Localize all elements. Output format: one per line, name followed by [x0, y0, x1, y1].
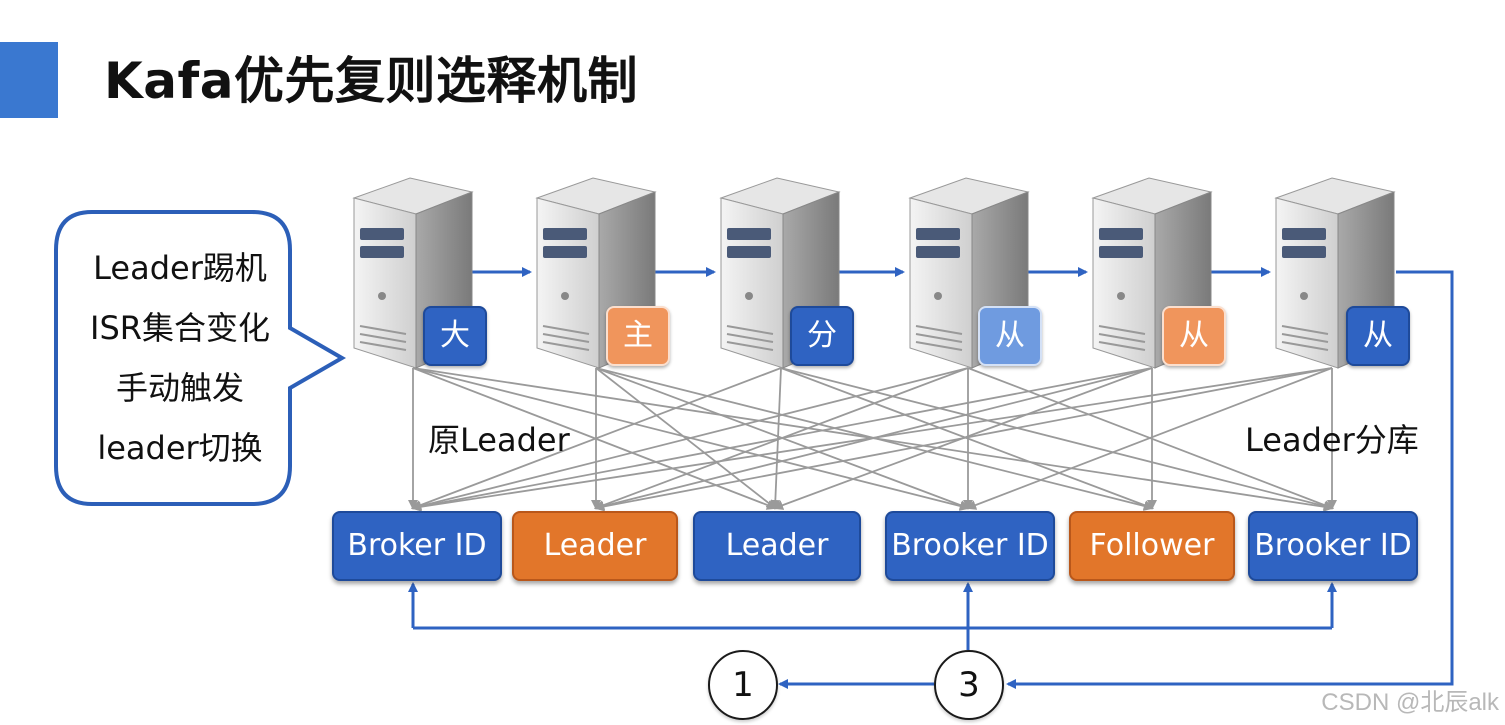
broker-box: Leader: [693, 511, 861, 581]
server-chip: 分: [790, 306, 854, 366]
server-chip: 从: [1162, 306, 1226, 366]
connector-line: [594, 367, 1333, 512]
bubble-line: 手动触发: [115, 369, 244, 407]
server-chip: 主: [606, 306, 670, 366]
step-circle-3: 3: [934, 650, 1004, 720]
broker-box: Follower: [1069, 511, 1235, 581]
connector-line: [966, 367, 1333, 510]
bubble-line: ISR集合变化: [90, 309, 270, 347]
server-chip: 大: [423, 306, 487, 366]
broker-box: Brooker ID: [1248, 511, 1418, 581]
page-title: Kafa优先复则选释机制: [104, 52, 638, 110]
broker-box: Leader: [512, 511, 678, 581]
connector-line: [411, 367, 782, 510]
connector-line: [411, 367, 969, 511]
watermark: CSDN @北辰alk: [1321, 689, 1499, 716]
server-chip: 从: [1346, 306, 1410, 366]
title-accent-bar: [0, 42, 58, 118]
bubble-text: Leader踢机 ISR集合变化 手动触发 leader切换: [70, 238, 290, 478]
bubble-line: leader切换: [97, 429, 263, 467]
server-chip: 从: [978, 306, 1042, 366]
connector-line: [411, 367, 1333, 512]
broker-box: Broker ID: [332, 511, 502, 581]
broker-box: Brooker ID: [885, 511, 1055, 581]
connector-line: [595, 367, 777, 510]
original-leader-label: 原Leader: [428, 421, 570, 459]
flow-arrow: [1006, 270, 1454, 689]
leader-shard-label: Leader分库: [1245, 421, 1419, 459]
connector-line: [411, 367, 1153, 512]
step-circle-1: 1: [708, 650, 778, 720]
bubble-line: Leader踢机: [93, 249, 267, 287]
speech-bubble: [54, 210, 347, 506]
